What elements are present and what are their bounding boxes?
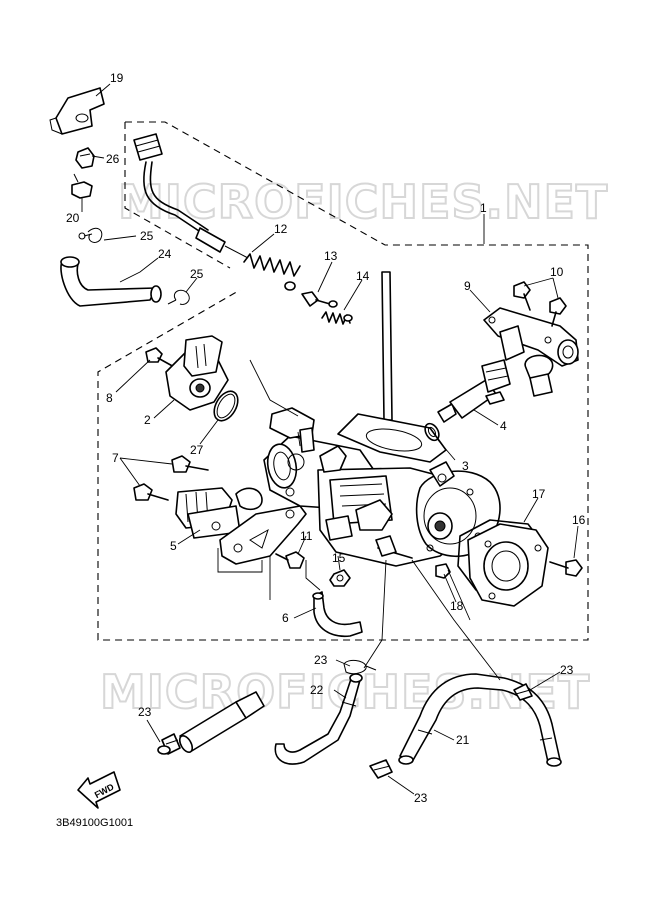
bolt-7-upper bbox=[171, 455, 209, 473]
bolt-7-lower bbox=[133, 483, 169, 501]
callout-22: 22 bbox=[310, 683, 324, 697]
bolt-10-right bbox=[549, 297, 567, 327]
callout-18: 18 bbox=[450, 599, 464, 613]
oring-27 bbox=[213, 390, 239, 422]
bolt-8 bbox=[145, 347, 177, 369]
callout-25-mid: 25 bbox=[190, 267, 204, 281]
callout-17: 17 bbox=[532, 487, 546, 501]
callout-10: 10 bbox=[550, 265, 564, 279]
bolt-20 bbox=[71, 173, 93, 199]
callout-7: 7 bbox=[112, 451, 119, 465]
hose-24 bbox=[60, 256, 162, 307]
gasket-3 bbox=[424, 422, 440, 442]
callout-6: 6 bbox=[282, 611, 289, 625]
clamp-23-bottom bbox=[369, 759, 393, 779]
vacuum-line bbox=[249, 359, 301, 447]
callout-23-left: 23 bbox=[138, 705, 152, 719]
injector-4 bbox=[437, 359, 511, 423]
callout-8: 8 bbox=[106, 391, 113, 405]
clip-26 bbox=[75, 147, 95, 169]
callout-23-bottom: 23 bbox=[414, 791, 428, 805]
diagram-code: 3B49100G1001 bbox=[56, 817, 133, 829]
hose-straight bbox=[178, 691, 265, 753]
callout-2: 2 bbox=[144, 413, 151, 427]
bolt-16 bbox=[549, 559, 583, 577]
callout-19: 19 bbox=[110, 71, 124, 85]
pin-13 bbox=[301, 291, 338, 308]
hose-6 bbox=[312, 591, 363, 637]
callout-5: 5 bbox=[170, 539, 177, 553]
callout-16: 16 bbox=[572, 513, 586, 527]
callout-9: 9 bbox=[464, 279, 471, 293]
callout-labels: 19 26 20 25 24 25 1 12 13 14 9 10 8 2 27… bbox=[66, 71, 586, 805]
nut-18 bbox=[435, 563, 451, 579]
bolt-10-left bbox=[513, 281, 531, 311]
cover-plate bbox=[467, 523, 549, 607]
callout-12: 12 bbox=[274, 222, 288, 236]
callout-23-right: 23 bbox=[560, 663, 574, 677]
clamp-25-top bbox=[78, 227, 103, 243]
clamp-25-mid bbox=[167, 289, 190, 305]
callout-26: 26 bbox=[106, 152, 120, 166]
callout-25-top: 25 bbox=[140, 229, 154, 243]
leader-lines bbox=[81, 83, 579, 795]
callout-11: 11 bbox=[300, 529, 313, 543]
assembly-boundary bbox=[97, 121, 589, 641]
connector-lines bbox=[217, 548, 501, 681]
callout-23-mid: 23 bbox=[314, 653, 328, 667]
throttle-body bbox=[263, 271, 501, 567]
sensor-5 bbox=[175, 487, 263, 539]
fwd-arrow-icon: FWD bbox=[77, 771, 121, 809]
bracket-plate bbox=[219, 505, 307, 565]
callout-24: 24 bbox=[158, 247, 172, 261]
callout-14: 14 bbox=[356, 269, 370, 283]
spring-12 bbox=[243, 253, 301, 291]
throttle-cable bbox=[133, 133, 249, 259]
callout-1: 1 bbox=[480, 201, 487, 215]
hose-23-left bbox=[157, 733, 181, 755]
bolt-11 bbox=[275, 551, 305, 569]
spring-14 bbox=[321, 311, 353, 325]
callout-27: 27 bbox=[190, 443, 204, 457]
clamp-23-right bbox=[513, 683, 533, 701]
callout-20: 20 bbox=[66, 211, 80, 225]
callout-4: 4 bbox=[500, 419, 507, 433]
callout-21: 21 bbox=[456, 733, 470, 747]
fuel-rail-9 bbox=[483, 307, 579, 397]
callout-15: 15 bbox=[332, 551, 346, 565]
nut-15 bbox=[329, 569, 351, 587]
callout-13: 13 bbox=[324, 249, 338, 263]
watermark-top: MICROFICHES.NET bbox=[118, 175, 608, 229]
clamp-23-mid bbox=[343, 659, 377, 675]
sensor-2 bbox=[165, 335, 229, 411]
bracket-19 bbox=[49, 87, 105, 135]
callout-3: 3 bbox=[462, 459, 469, 473]
